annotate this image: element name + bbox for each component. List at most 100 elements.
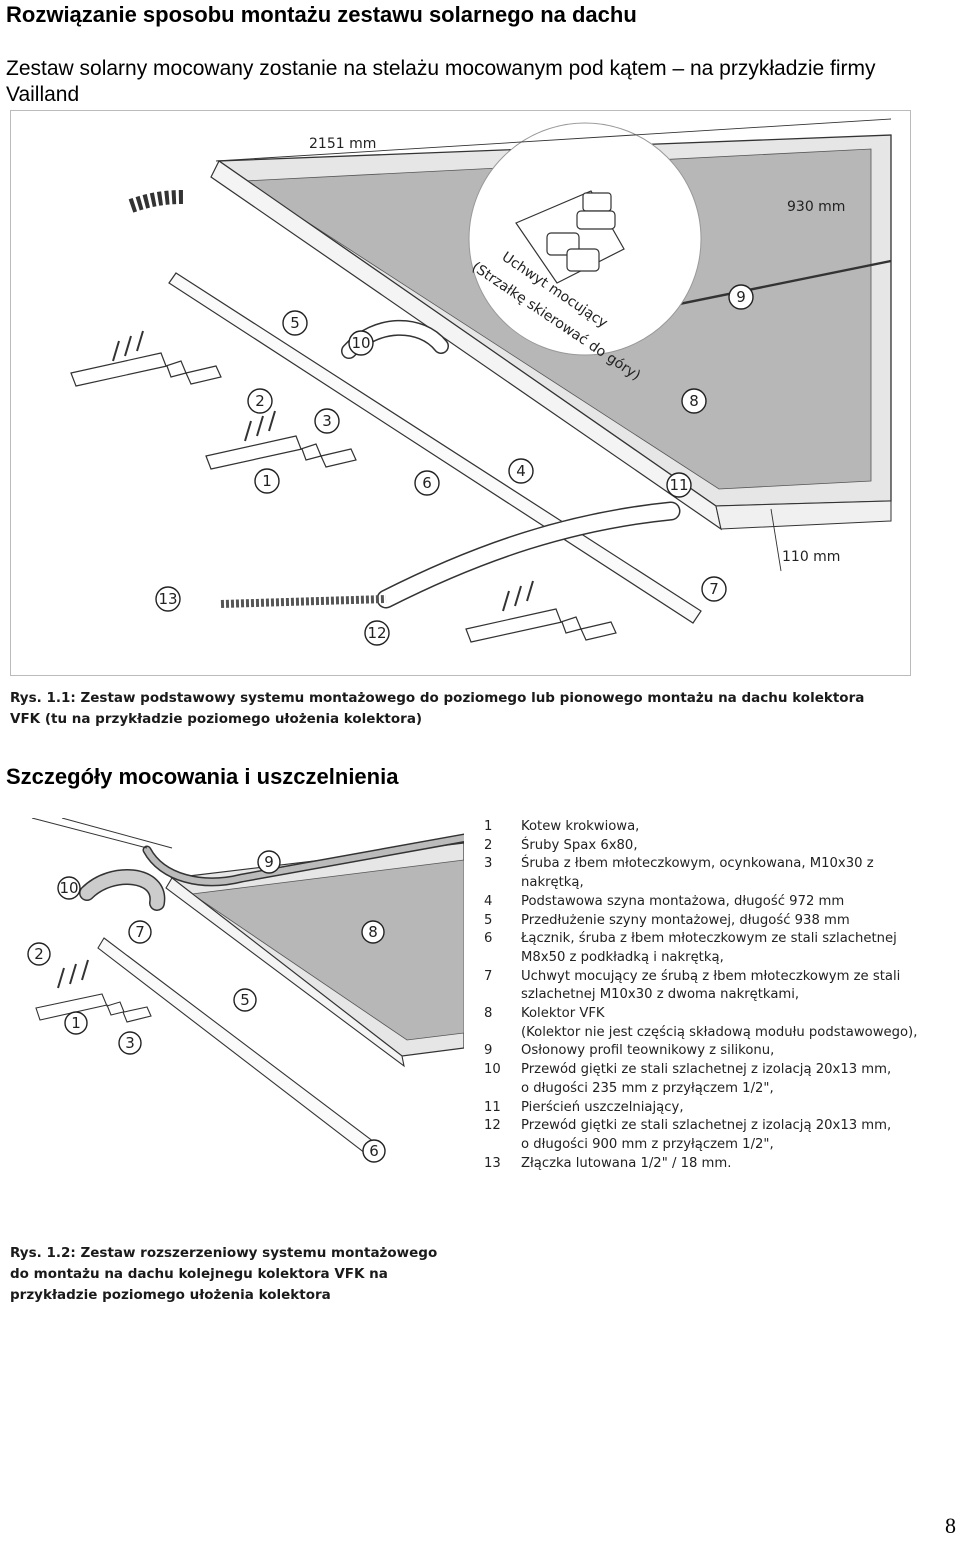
legend-item: 11 Pierścień uszczelniający, bbox=[484, 1099, 934, 1118]
legend-text: szlachetnej M10x30 z dwoma nakrętkami, bbox=[521, 987, 800, 1003]
callout-10: 10 bbox=[348, 330, 374, 356]
fig2-callout-7: 7 bbox=[128, 920, 152, 944]
svg-text:3: 3 bbox=[125, 1034, 135, 1052]
svg-text:8: 8 bbox=[689, 392, 699, 410]
page-number: 8 bbox=[945, 1513, 956, 1538]
svg-text:4: 4 bbox=[516, 462, 526, 480]
legend-number bbox=[484, 1136, 521, 1155]
callout-13: 13 bbox=[155, 586, 181, 612]
legend-item: o długości 900 mm z przyłączem 1/2", bbox=[484, 1136, 934, 1155]
legend-item: 3 Śruba z łbem młoteczkowym, ocynkowana, … bbox=[484, 855, 934, 892]
legend-item: o długości 235 mm z przyłączem 1/2", bbox=[484, 1080, 934, 1099]
figure-1-caption: Rys. 1.1: Zestaw podstawowy systemu mont… bbox=[10, 690, 865, 727]
fig2-callout-2: 2 bbox=[27, 942, 51, 966]
legend-number: 2 bbox=[484, 837, 493, 853]
legend-text: Przedłużenie szyny montażowej, długość 9… bbox=[521, 912, 850, 928]
legend-item: 7 Uchwyt mocujący ze śrubą z łbem młotecz… bbox=[484, 968, 934, 987]
legend-text: M8x50 z podkładką i nakrętką, bbox=[521, 949, 724, 965]
svg-text:6: 6 bbox=[422, 474, 432, 492]
svg-text:6: 6 bbox=[369, 1142, 379, 1160]
legend-text: Podstawowa szyna montażowa, długość 972 … bbox=[521, 893, 845, 909]
fig2-callout-6: 6 bbox=[362, 1139, 386, 1163]
fig2-callout-1: 1 bbox=[64, 1011, 88, 1035]
svg-text:9: 9 bbox=[264, 853, 274, 871]
dim-length: 2151 mm bbox=[309, 136, 376, 152]
callout-7: 7 bbox=[701, 576, 727, 602]
intro-text: Zestaw solarny mocowany zostanie na stel… bbox=[6, 57, 876, 106]
svg-text:9: 9 bbox=[736, 288, 746, 306]
section-heading: Szczegóły mocowania i uszczelnienia bbox=[6, 764, 399, 789]
legend-item: M8x50 z podkładką i nakrętką, bbox=[484, 949, 934, 968]
fig2-callout-3: 3 bbox=[118, 1031, 142, 1055]
legend-number: 8 bbox=[484, 1006, 493, 1022]
legend-item: 13 Złączka lutowana 1/2" / 18 mm. bbox=[484, 1155, 934, 1174]
legend-item: szlachetnej M10x30 z dwoma nakrętkami, bbox=[484, 986, 934, 1005]
svg-text:7: 7 bbox=[135, 923, 145, 941]
svg-text:11: 11 bbox=[669, 476, 688, 494]
svg-text:2: 2 bbox=[34, 945, 44, 963]
legend-text: Łącznik, śruba z łbem młoteczkowym ze st… bbox=[521, 931, 897, 947]
legend-number: 7 bbox=[484, 968, 493, 984]
callout-2: 2 bbox=[247, 388, 273, 414]
legend-text: Złączka lutowana 1/2" / 18 mm. bbox=[521, 1155, 732, 1171]
legend-text: o długości 235 mm z przyłączem 1/2", bbox=[521, 1080, 774, 1096]
fig2-callout-9: 9 bbox=[257, 850, 281, 874]
callout-1: 1 bbox=[254, 468, 280, 494]
legend-number bbox=[484, 986, 521, 1005]
callout-5: 5 bbox=[282, 310, 308, 336]
legend-number: 3 bbox=[484, 856, 493, 872]
legend-number: 11 bbox=[484, 1099, 501, 1115]
dim-depth: 110 mm bbox=[782, 549, 840, 565]
svg-text:3: 3 bbox=[322, 412, 332, 430]
figure-2-illustration: 1 2 3 5 6 7 8 9 10 bbox=[12, 818, 464, 1232]
legend-number: 5 bbox=[484, 912, 493, 928]
callout-9: 9 bbox=[728, 284, 754, 310]
callout-8: 8 bbox=[681, 388, 707, 414]
callout-11: 11 bbox=[666, 472, 692, 498]
svg-text:1: 1 bbox=[71, 1014, 81, 1032]
legend-number: 4 bbox=[484, 893, 493, 909]
svg-text:5: 5 bbox=[240, 991, 250, 1009]
legend-number bbox=[484, 1080, 521, 1099]
legend-item: 5 Przedłużenie szyny montażowej, długość … bbox=[484, 912, 934, 931]
legend-item: 8 Kolektor VFK bbox=[484, 1005, 934, 1024]
legend-text: Śruba z łbem młoteczkowym, ocynkowana, M… bbox=[521, 856, 874, 891]
svg-text:10: 10 bbox=[59, 879, 78, 897]
legend-number: 13 bbox=[484, 1155, 501, 1171]
legend-item: (Kolektor nie jest częścią składową modu… bbox=[484, 1024, 934, 1043]
svg-text:12: 12 bbox=[367, 624, 386, 642]
legend-text: Przewód giętki ze stali szlachetnej z iz… bbox=[521, 1062, 892, 1078]
figure-2-caption: Rys. 1.2: Zestaw rozszerzeniowy systemu … bbox=[10, 1245, 438, 1303]
legend-item: 10 Przewód giętki ze stali szlachetnej z … bbox=[484, 1061, 934, 1080]
legend-text: Kolektor VFK bbox=[521, 1006, 605, 1022]
fig2-callout-8: 8 bbox=[361, 920, 385, 944]
legend-item: 4 Podstawowa szyna montażowa, długość 972… bbox=[484, 893, 934, 912]
callout-6: 6 bbox=[414, 470, 440, 496]
legend-item: 12 Przewód giętki ze stali szlachetnej z … bbox=[484, 1117, 934, 1136]
legend-text: Osłonowy profil teownikowy z silikonu, bbox=[521, 1043, 775, 1059]
svg-text:13: 13 bbox=[158, 590, 177, 608]
legend-number bbox=[484, 949, 521, 968]
svg-text:5: 5 bbox=[290, 314, 300, 332]
fig2-callout-5: 5 bbox=[233, 988, 257, 1012]
legend-number: 12 bbox=[484, 1118, 501, 1134]
legend-item: 9 Osłonowy profil teownikowy z silikonu, bbox=[484, 1042, 934, 1061]
legend-text: Pierścień uszczelniający, bbox=[521, 1099, 684, 1115]
legend-number: 1 bbox=[484, 819, 493, 834]
callout-12: 12 bbox=[364, 620, 390, 646]
svg-text:1: 1 bbox=[262, 472, 272, 490]
dim-width: 930 mm bbox=[787, 199, 845, 215]
legend-text: (Kolektor nie jest częścią składową modu… bbox=[521, 1024, 918, 1040]
legend-text: Przewód giętki ze stali szlachetnej z iz… bbox=[521, 1118, 892, 1134]
legend-number: 9 bbox=[484, 1043, 493, 1059]
fig2-callout-10: 10 bbox=[57, 876, 81, 900]
svg-text:10: 10 bbox=[351, 334, 370, 352]
figure-1-illustration: Uchwyt mocujący (Strzałkę skierować do g… bbox=[10, 110, 911, 676]
legend-text: Uchwyt mocujący ze śrubą z łbem młoteczk… bbox=[521, 968, 901, 984]
legend-number bbox=[484, 1024, 521, 1043]
legend-number: 10 bbox=[484, 1062, 501, 1078]
